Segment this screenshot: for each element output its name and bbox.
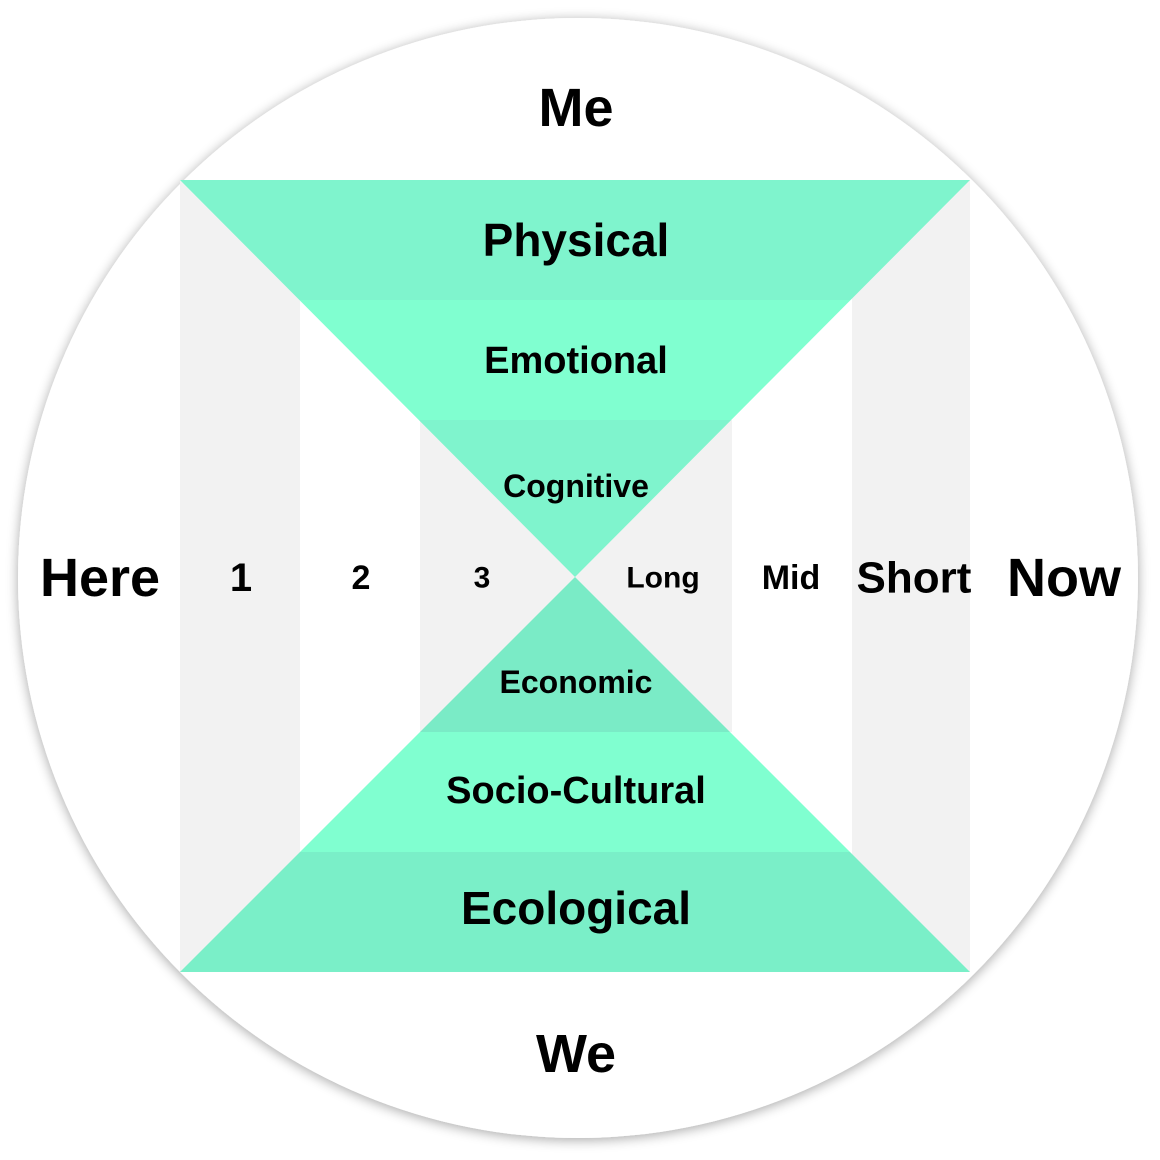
time-scale-short: Short <box>857 554 972 603</box>
band-time-short <box>852 180 970 972</box>
layer-label-economic: Economic <box>500 664 653 700</box>
space-scale-1: 1 <box>230 556 252 600</box>
layer-label-socio-cultural: Socio-Cultural <box>446 770 706 812</box>
time-scale-mid: Mid <box>762 559 821 597</box>
layer-physical <box>180 180 970 300</box>
space-scale-3: 3 <box>474 562 491 595</box>
layer-label-physical: Physical <box>483 214 670 266</box>
axis-label-top: Me <box>538 78 613 138</box>
axis-label-left: Here <box>40 548 160 608</box>
time-scale-long: Long <box>626 562 699 595</box>
space-scale-2: 2 <box>352 559 371 597</box>
layer-ecological <box>180 852 970 972</box>
axis-label-right: Now <box>1007 548 1122 608</box>
axis-label-bottom: We <box>536 1024 616 1084</box>
layer-label-ecological: Ecological <box>461 882 691 934</box>
band-space-1 <box>180 180 300 972</box>
layer-label-cognitive: Cognitive <box>503 468 649 504</box>
layer-label-emotional: Emotional <box>484 340 668 382</box>
